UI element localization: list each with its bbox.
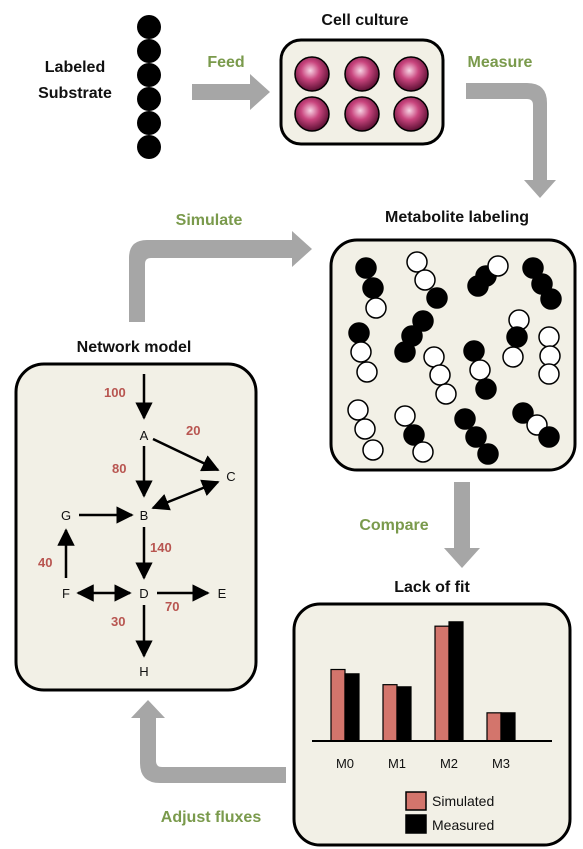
network-model-box: A B C D E F G H 100 20 80 140 40 70 30 <box>14 362 258 692</box>
compare-arrow <box>444 482 480 568</box>
node-e: E <box>218 586 227 601</box>
cell-culture-title: Cell culture <box>321 12 408 29</box>
cell-culture-plate <box>279 38 445 146</box>
flux-input-a: 100 <box>104 385 126 400</box>
measure-arrow <box>466 83 556 198</box>
bar-measured-m3 <box>500 712 516 742</box>
simulate-arrow <box>129 231 312 322</box>
well <box>344 56 380 92</box>
bar-chart <box>330 621 516 742</box>
metabolite-labeling-box <box>329 238 577 472</box>
node-g: G <box>61 508 71 523</box>
substrate-chain-icon <box>137 15 161 159</box>
node-f: F <box>62 586 70 601</box>
feed-label: Feed <box>207 54 244 71</box>
legend: Simulated Measured <box>405 791 494 834</box>
bar-simulated-m0 <box>330 668 346 742</box>
bar-simulated-m1 <box>382 684 398 742</box>
node-c: C <box>226 469 235 484</box>
legend-label-measured: Measured <box>432 817 494 833</box>
substrate-label-line1: Labeled <box>45 59 105 76</box>
network-model-title: Network model <box>77 339 192 356</box>
tick-label: M0 <box>336 756 354 771</box>
well <box>294 96 330 132</box>
substrate-label-line2: Substrate <box>38 85 112 102</box>
well <box>294 56 330 92</box>
flux-d-h: 30 <box>111 614 125 629</box>
flux-f-g: 40 <box>38 555 52 570</box>
bar-simulated-m2 <box>434 625 450 742</box>
adjust-fluxes-arrow <box>131 700 286 783</box>
edge-b-c <box>151 479 220 511</box>
simulate-label: Simulate <box>176 212 243 229</box>
flux-a-b: 80 <box>112 461 126 476</box>
well <box>393 56 429 92</box>
well <box>393 96 429 132</box>
feed-arrow <box>192 74 270 110</box>
compare-label: Compare <box>359 517 428 534</box>
bar-measured-m0 <box>344 673 360 742</box>
bar-measured-m2 <box>448 621 464 742</box>
lack-of-fit-title: Lack of fit <box>394 579 470 596</box>
x-tick-labels: M0 M1 M2 M3 <box>336 756 510 771</box>
bar-simulated-m3 <box>486 712 502 742</box>
adjust-fluxes-label: Adjust fluxes <box>161 809 262 826</box>
legend-swatch-measured <box>405 814 427 834</box>
node-b: B <box>140 508 149 523</box>
flux-b-d: 140 <box>150 540 172 555</box>
node-a: A <box>140 428 149 443</box>
node-d: D <box>139 586 148 601</box>
bar-measured-m1 <box>396 686 412 742</box>
legend-swatch-simulated <box>405 791 427 811</box>
node-h: H <box>139 664 148 679</box>
measure-label: Measure <box>468 54 533 71</box>
flux-d-e: 70 <box>165 599 179 614</box>
tick-label: M3 <box>492 756 510 771</box>
legend-label-simulated: Simulated <box>432 793 494 809</box>
flux-a-c: 20 <box>186 423 200 438</box>
well <box>344 96 380 132</box>
tick-label: M1 <box>388 756 406 771</box>
lack-of-fit-box <box>292 602 572 847</box>
edge-a-c <box>152 437 220 472</box>
metabolite-labeling-title: Metabolite labeling <box>385 209 529 226</box>
tick-label: M2 <box>440 756 458 771</box>
